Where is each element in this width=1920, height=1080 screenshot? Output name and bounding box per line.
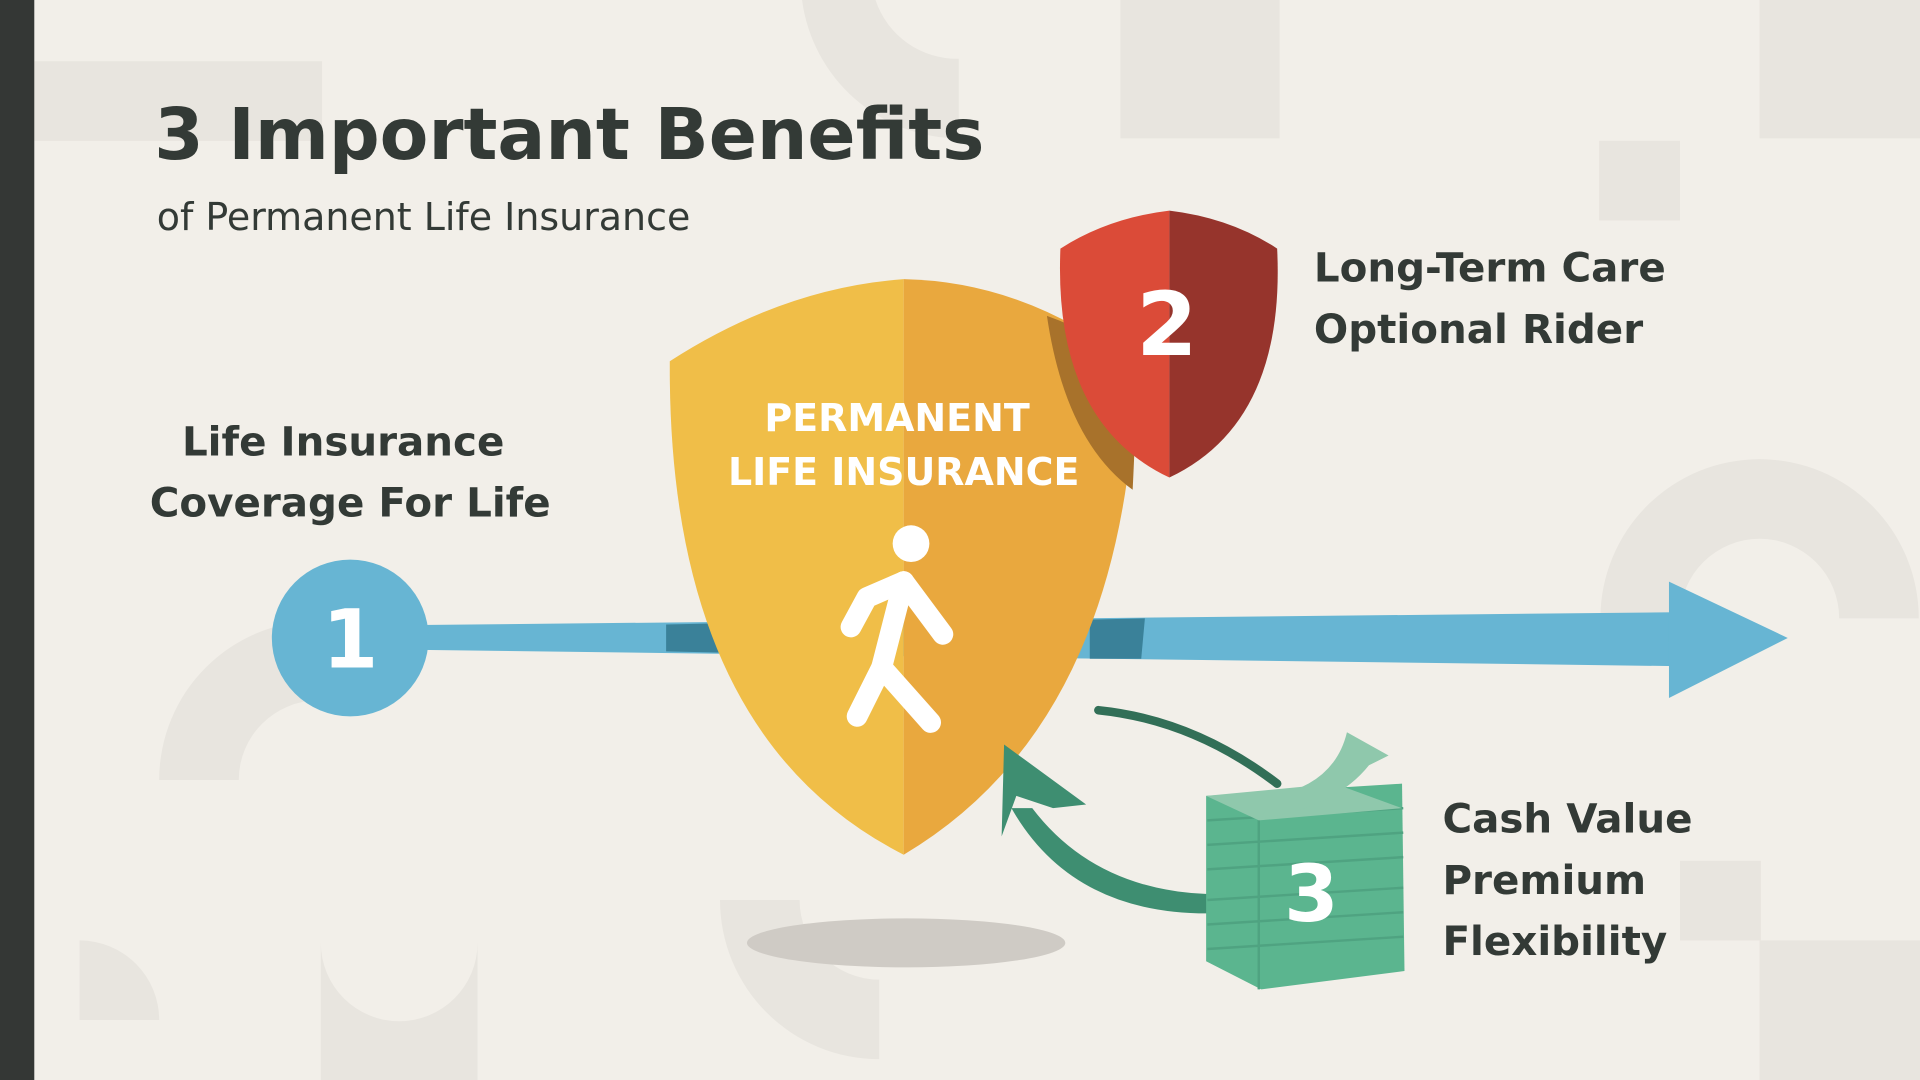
walking-person-icon	[840, 525, 954, 733]
left-sidebar-bar	[0, 0, 35, 1080]
shield-shadow	[746, 918, 1066, 968]
benefit-1-label: Life Insurance Coverage For Life	[150, 418, 551, 527]
shield-label: PERMANENT LIFE INSURANCE	[728, 396, 1079, 494]
benefit-1-circle	[271, 559, 429, 717]
background-decor	[34, 0, 1920, 1080]
benefit-2-number: 2	[1136, 273, 1197, 376]
page-subtitle: of Permanent Life Insurance	[157, 195, 691, 239]
return-arrow-thin	[1094, 705, 1282, 788]
benefit-3-number: 3	[1284, 849, 1339, 940]
money-stack-icon	[1206, 732, 1405, 990]
benefit-3-label: Cash Value Premium Flexibility	[1442, 795, 1706, 965]
benefit-2-shield	[1059, 210, 1278, 478]
benefit-1-number: 1	[322, 593, 378, 687]
page-title: 3 Important Benefits	[154, 93, 984, 176]
benefit-2-label: Long-Term Care Optional Rider	[1314, 244, 1680, 353]
